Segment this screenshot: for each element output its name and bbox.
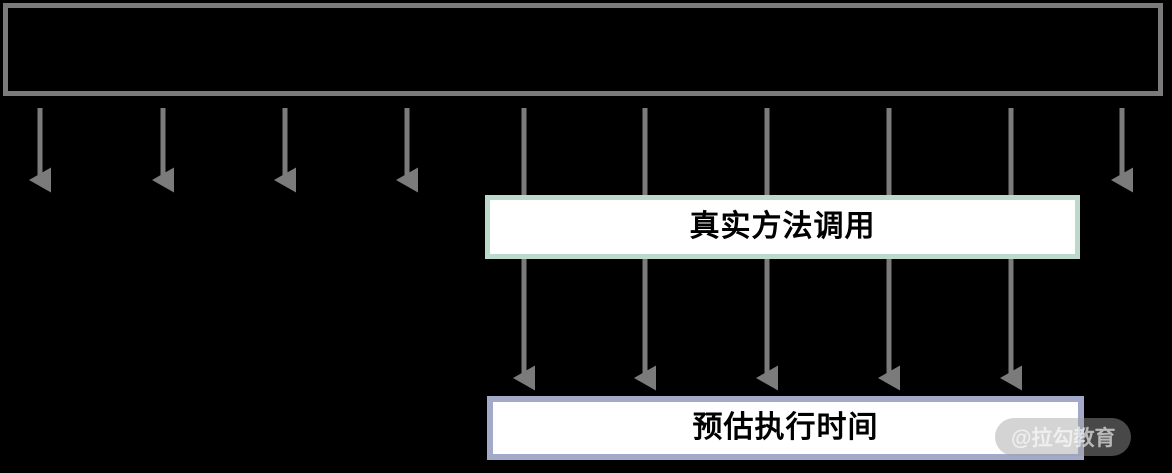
connectors-from-top-container	[28, 108, 1134, 196]
top-container-box	[3, 3, 1163, 96]
process-box-label-estimated-execution-time: 预估执行时间	[692, 411, 879, 444]
process-box-estimated-execution-time[interactable]: 预估执行时间	[487, 396, 1084, 460]
process-box-real-method-call[interactable]: 真实方法调用	[485, 195, 1080, 259]
process-box-label-real-method-call: 真实方法调用	[689, 210, 876, 243]
connectors-from-real-call	[512, 259, 1023, 391]
